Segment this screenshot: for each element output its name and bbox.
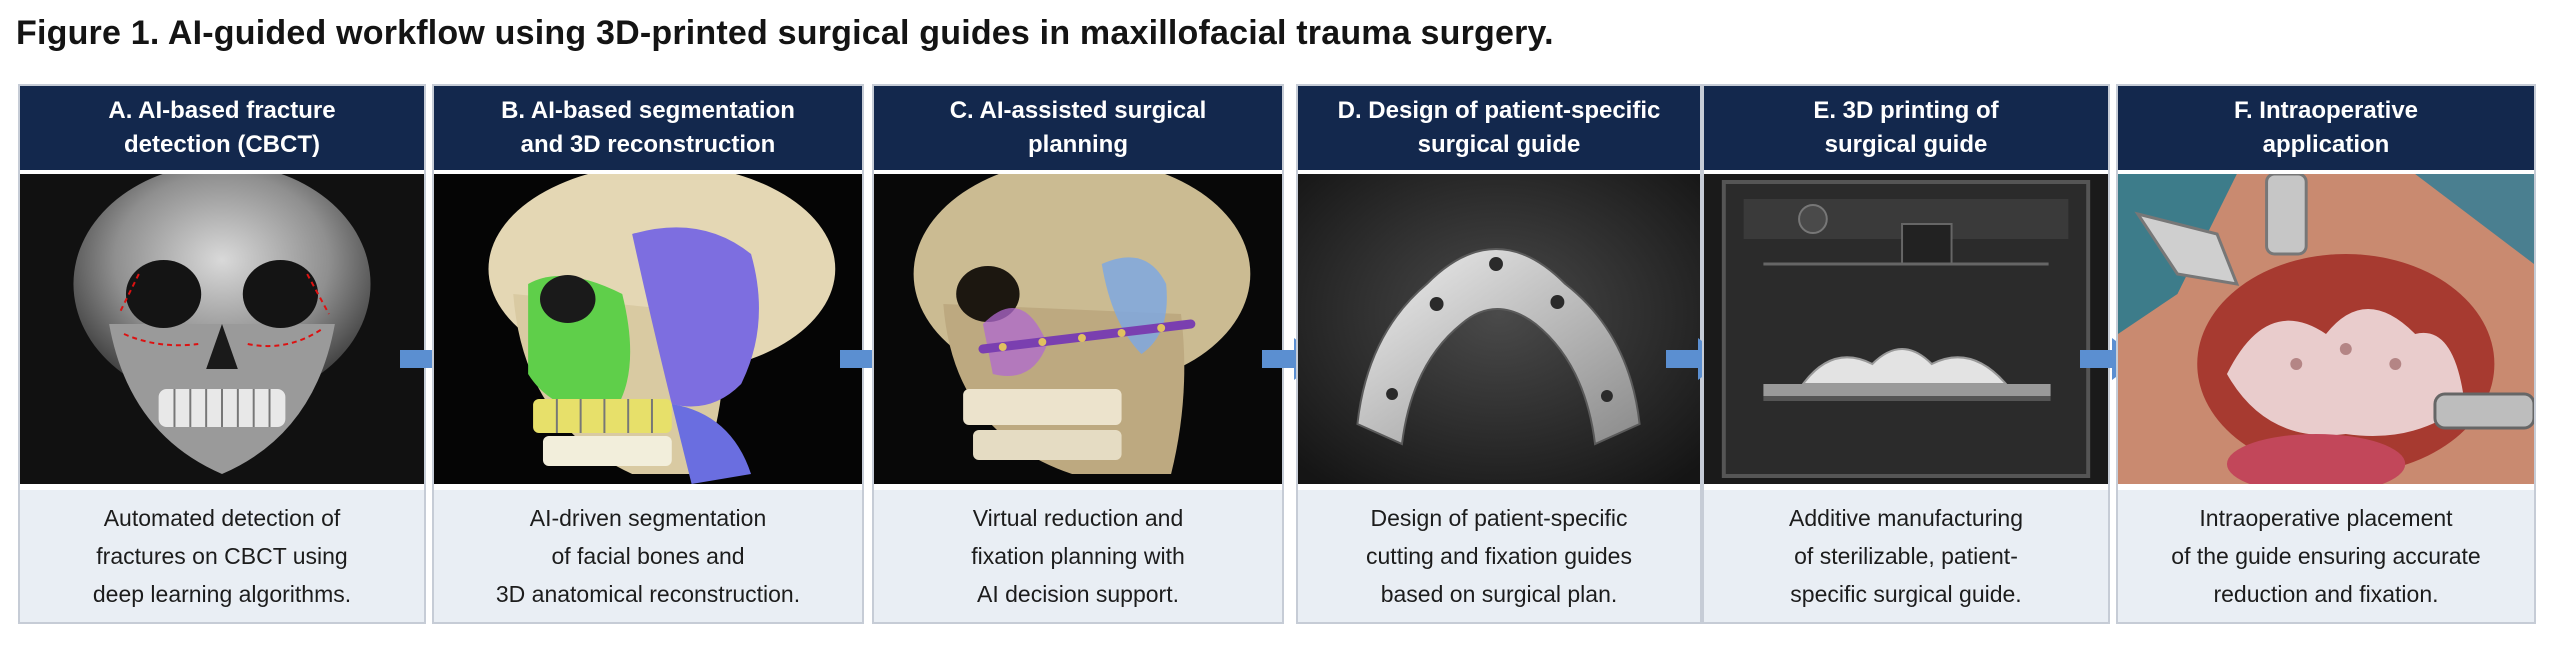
panel-b-header-text: B. AI-based segmentation and 3D reconstr…: [501, 97, 795, 158]
panel-f-header: F. Intraoperative application: [2118, 86, 2534, 170]
panel-e-caption: Additive manufacturing of sterilizable, …: [1704, 490, 2108, 622]
panel-e: E. 3D printing of surgical guide Additiv…: [1702, 84, 2110, 624]
3d-printer-image: [1704, 174, 2108, 484]
panel-f-caption: Intraoperative placement of the guide en…: [2118, 490, 2534, 622]
panel-d-caption-text: Design of patient-specific cutting and f…: [1366, 505, 1632, 607]
panel-f: F. Intraoperative application Intraopera…: [2116, 84, 2536, 624]
panel-d-header-text: D. Design of patient-specific surgical g…: [1337, 97, 1661, 158]
panel-b-caption: AI-driven segmentation of facial bones a…: [434, 490, 862, 622]
panel-d-caption: Design of patient-specific cutting and f…: [1298, 490, 1700, 622]
panel-a-header: A. AI-based fracture detection (CBCT): [20, 86, 424, 170]
panel-a-header-text: A. AI-based fracture detection (CBCT): [108, 97, 336, 158]
figure-title: Figure 1. AI-guided workflow using 3D-pr…: [16, 14, 1554, 52]
surgical-guide-model-image: [1298, 174, 1700, 484]
panel-a-caption: Automated detection of fractures on CBCT…: [20, 490, 424, 622]
panel-d: D. Design of patient-specific surgical g…: [1296, 84, 1702, 624]
panel-c-caption: Virtual reduction and fixation planning …: [874, 490, 1282, 622]
panel-a-caption-text: Automated detection of fractures on CBCT…: [92, 505, 352, 607]
skull-cbct-image: [20, 174, 424, 484]
panel-b-header: B. AI-based segmentation and 3D reconstr…: [434, 86, 862, 170]
segmented-skull-image: [434, 174, 862, 484]
panel-a: A. AI-based fracture detection (CBCT): [18, 84, 426, 624]
panel-c: C. AI-assisted surgical planning Virtual…: [872, 84, 1284, 624]
panel-b-caption-text: AI-driven segmentation of facial bones a…: [495, 505, 801, 607]
panel-d-header: D. Design of patient-specific surgical g…: [1298, 86, 1700, 170]
panel-c-caption-text: Virtual reduction and fixation planning …: [971, 505, 1185, 607]
panel-f-caption-text: Intraoperative placement of the guide en…: [2171, 505, 2481, 607]
panel-e-caption-text: Additive manufacturing of sterilizable, …: [1789, 505, 2023, 607]
panel-c-header-text: C. AI-assisted surgical planning: [949, 97, 1207, 158]
panel-b: B. AI-based segmentation and 3D reconstr…: [432, 84, 864, 624]
panel-e-header-text: E. 3D printing of surgical guide: [1813, 97, 1999, 158]
panel-f-header-text: F. Intraoperative application: [2233, 97, 2419, 158]
panel-e-header: E. 3D printing of surgical guide: [1704, 86, 2108, 170]
intraoperative-image: [2118, 174, 2534, 484]
panel-c-header: C. AI-assisted surgical planning: [874, 86, 1282, 170]
skull-fixation-plan-image: [874, 174, 1282, 484]
